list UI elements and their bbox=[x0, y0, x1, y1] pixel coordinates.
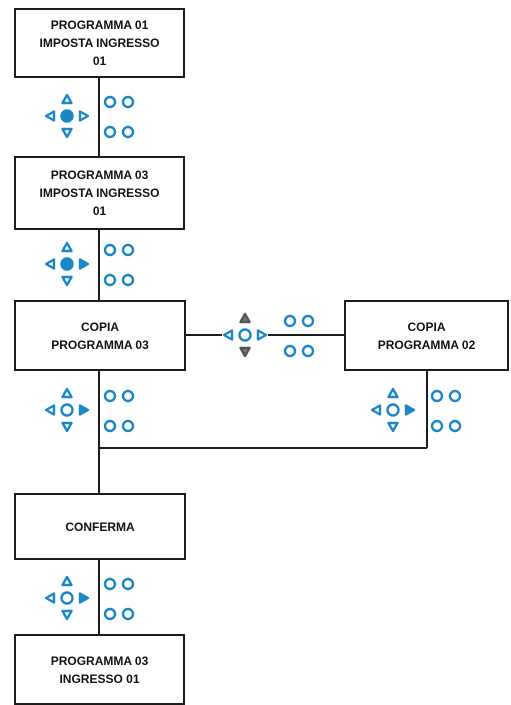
step-box-copia-programma-03: COPIA PROGRAMMA 03 bbox=[14, 300, 186, 371]
indicator-dot-icon bbox=[430, 389, 444, 403]
indicator-dot-icon bbox=[103, 95, 117, 109]
step-label: COPIA PROGRAMMA 03 bbox=[51, 319, 149, 352]
keypad-6 bbox=[44, 575, 135, 621]
indicator-dot-icon bbox=[103, 273, 117, 287]
arrow-left-icon bbox=[44, 404, 56, 416]
step-box-copia-programma-02: COPIA PROGRAMMA 02 bbox=[344, 300, 509, 371]
arrow-left-icon bbox=[44, 258, 56, 270]
step-label: CONFERMA bbox=[65, 519, 135, 534]
arrow-left-icon bbox=[370, 404, 382, 416]
step-label: PROGRAMMA 03 INGRESSO 01 bbox=[50, 653, 149, 686]
indicator-dot-icon bbox=[103, 125, 117, 139]
keypad-1 bbox=[44, 93, 135, 139]
step-box-programma-03: PROGRAMMA 03 IMPOSTA INGRESSO 01 bbox=[14, 156, 185, 230]
arrow-up-icon bbox=[61, 93, 73, 105]
indicator-dot-icon bbox=[430, 419, 444, 433]
arrow-left-icon bbox=[222, 329, 234, 341]
arrow-right-icon bbox=[78, 592, 90, 604]
arrow-down-icon bbox=[387, 421, 399, 433]
indicator-dot-icon bbox=[103, 577, 117, 591]
indicator-dot-icon bbox=[121, 125, 135, 139]
center-button-icon bbox=[60, 109, 74, 123]
arrow-left-icon bbox=[44, 592, 56, 604]
keypad-2 bbox=[44, 241, 135, 287]
arrow-up-icon bbox=[239, 312, 251, 324]
center-button-icon bbox=[60, 403, 74, 417]
indicator-dot-icon bbox=[301, 344, 315, 358]
keypad-4 bbox=[44, 387, 135, 433]
arrow-right-icon bbox=[404, 404, 416, 416]
indicator-dot-icon bbox=[121, 607, 135, 621]
center-button-icon bbox=[386, 403, 400, 417]
indicator-dot-icon bbox=[448, 389, 462, 403]
arrow-down-icon bbox=[61, 421, 73, 433]
arrow-right-icon bbox=[78, 258, 90, 270]
keypad-3 bbox=[222, 312, 315, 358]
indicator-dot-icon bbox=[448, 419, 462, 433]
arrow-up-icon bbox=[61, 387, 73, 399]
step-box-programma-01: PROGRAMMA 01 IMPOSTA INGRESSO 01 bbox=[14, 8, 185, 78]
indicator-dot-icon bbox=[121, 273, 135, 287]
indicator-dot-icon bbox=[103, 607, 117, 621]
indicator-dot-icon bbox=[283, 314, 297, 328]
indicator-dot-icon bbox=[121, 389, 135, 403]
arrow-down-icon bbox=[61, 127, 73, 139]
arrow-up-icon bbox=[61, 241, 73, 253]
arrow-right-icon bbox=[78, 110, 90, 122]
arrow-down-icon bbox=[239, 346, 251, 358]
step-label: PROGRAMMA 03 IMPOSTA INGRESSO 01 bbox=[39, 168, 160, 218]
step-box-conferma: CONFERMA bbox=[14, 493, 186, 560]
arrow-down-icon bbox=[61, 609, 73, 621]
indicator-dot-icon bbox=[121, 243, 135, 257]
connectors bbox=[98, 78, 428, 634]
indicator-dot-icon bbox=[301, 314, 315, 328]
center-button-icon bbox=[60, 257, 74, 271]
step-label: PROGRAMMA 01 IMPOSTA INGRESSO 01 bbox=[39, 18, 160, 68]
step-label: COPIA PROGRAMMA 02 bbox=[377, 319, 476, 352]
indicator-dot-icon bbox=[121, 577, 135, 591]
indicator-dot-icon bbox=[103, 419, 117, 433]
indicator-dot-icon bbox=[283, 344, 297, 358]
arrow-down-icon bbox=[61, 275, 73, 287]
arrow-right-icon bbox=[256, 329, 268, 341]
keypad-5 bbox=[370, 387, 462, 433]
step-box-programma-03-ingresso: PROGRAMMA 03 INGRESSO 01 bbox=[14, 634, 185, 705]
indicator-dot-icon bbox=[103, 389, 117, 403]
indicator-dot-icon bbox=[121, 95, 135, 109]
indicator-dot-icon bbox=[121, 419, 135, 433]
arrow-right-icon bbox=[78, 404, 90, 416]
arrow-left-icon bbox=[44, 110, 56, 122]
keypads bbox=[44, 93, 462, 621]
indicator-dot-icon bbox=[103, 243, 117, 257]
center-button-icon bbox=[238, 328, 252, 342]
center-button-icon bbox=[60, 591, 74, 605]
arrow-up-icon bbox=[387, 387, 399, 399]
arrow-up-icon bbox=[61, 575, 73, 587]
